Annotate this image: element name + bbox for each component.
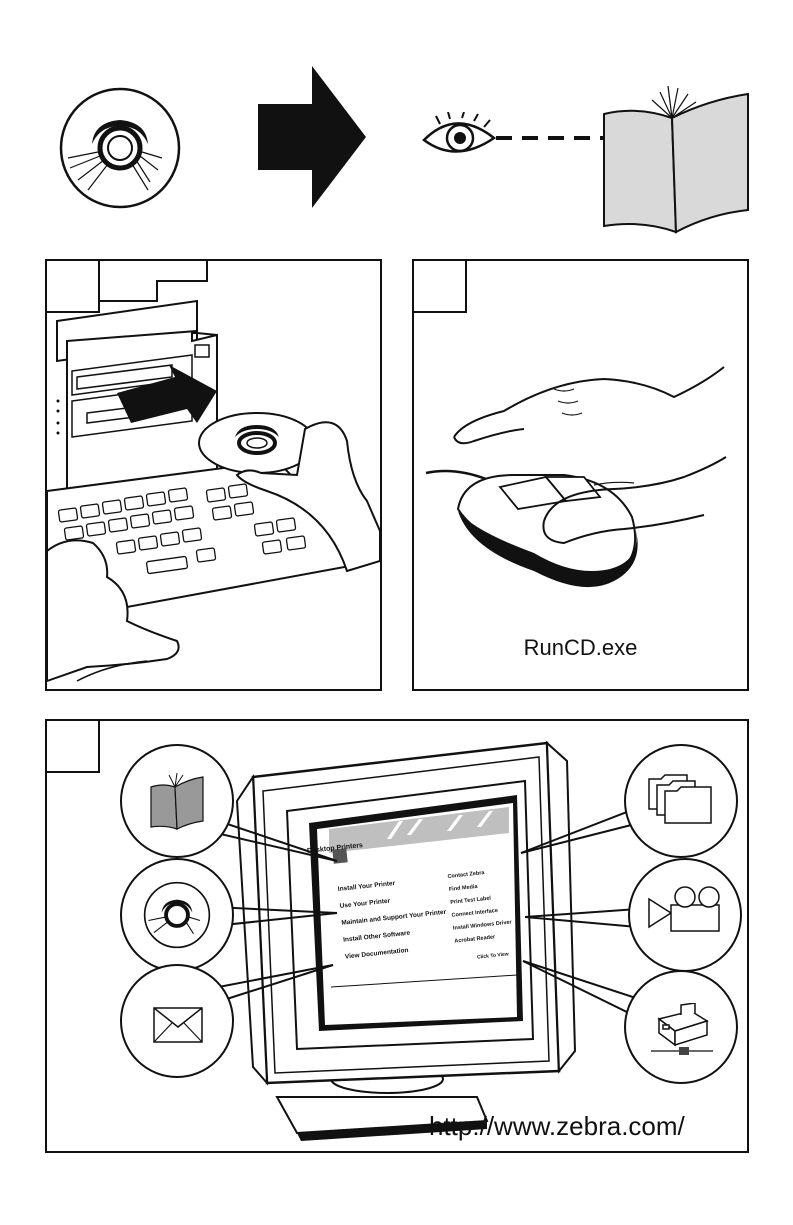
manual-book-icon [598,84,754,234]
cd-disc-icon [58,86,182,210]
dashed-connector [496,132,606,144]
screen-menu-right: Contact Zebra Find Media Print Test Labe… [447,863,535,949]
screen-menu-left: Install Your Printer Use Your Printer Ma… [337,870,455,966]
video-camera-icon [647,885,723,941]
step-3-tab [45,719,100,773]
envelope-icon [153,1007,203,1043]
hand-on-mouse-illustration [414,261,747,689]
cd-disc-icon [143,881,211,949]
filename-label: RunCD.exe [414,635,747,661]
computer-cd-insert-illustration [47,261,380,689]
eye-icon [420,112,496,164]
step-3-panel: Desktop Printers Install Your Printer Us… [45,719,749,1153]
step-1-panel [45,259,382,691]
network-printer-icon [651,1003,713,1055]
manual-book-icon [147,773,207,831]
step-2-panel: RunCD.exe [412,259,749,691]
arrow-right-icon [258,66,366,208]
step-2-tab [412,259,467,313]
folders-icon [647,773,713,825]
website-url[interactable]: http://www.zebra.com/ [429,1111,685,1142]
step-1-tab [45,259,100,313]
